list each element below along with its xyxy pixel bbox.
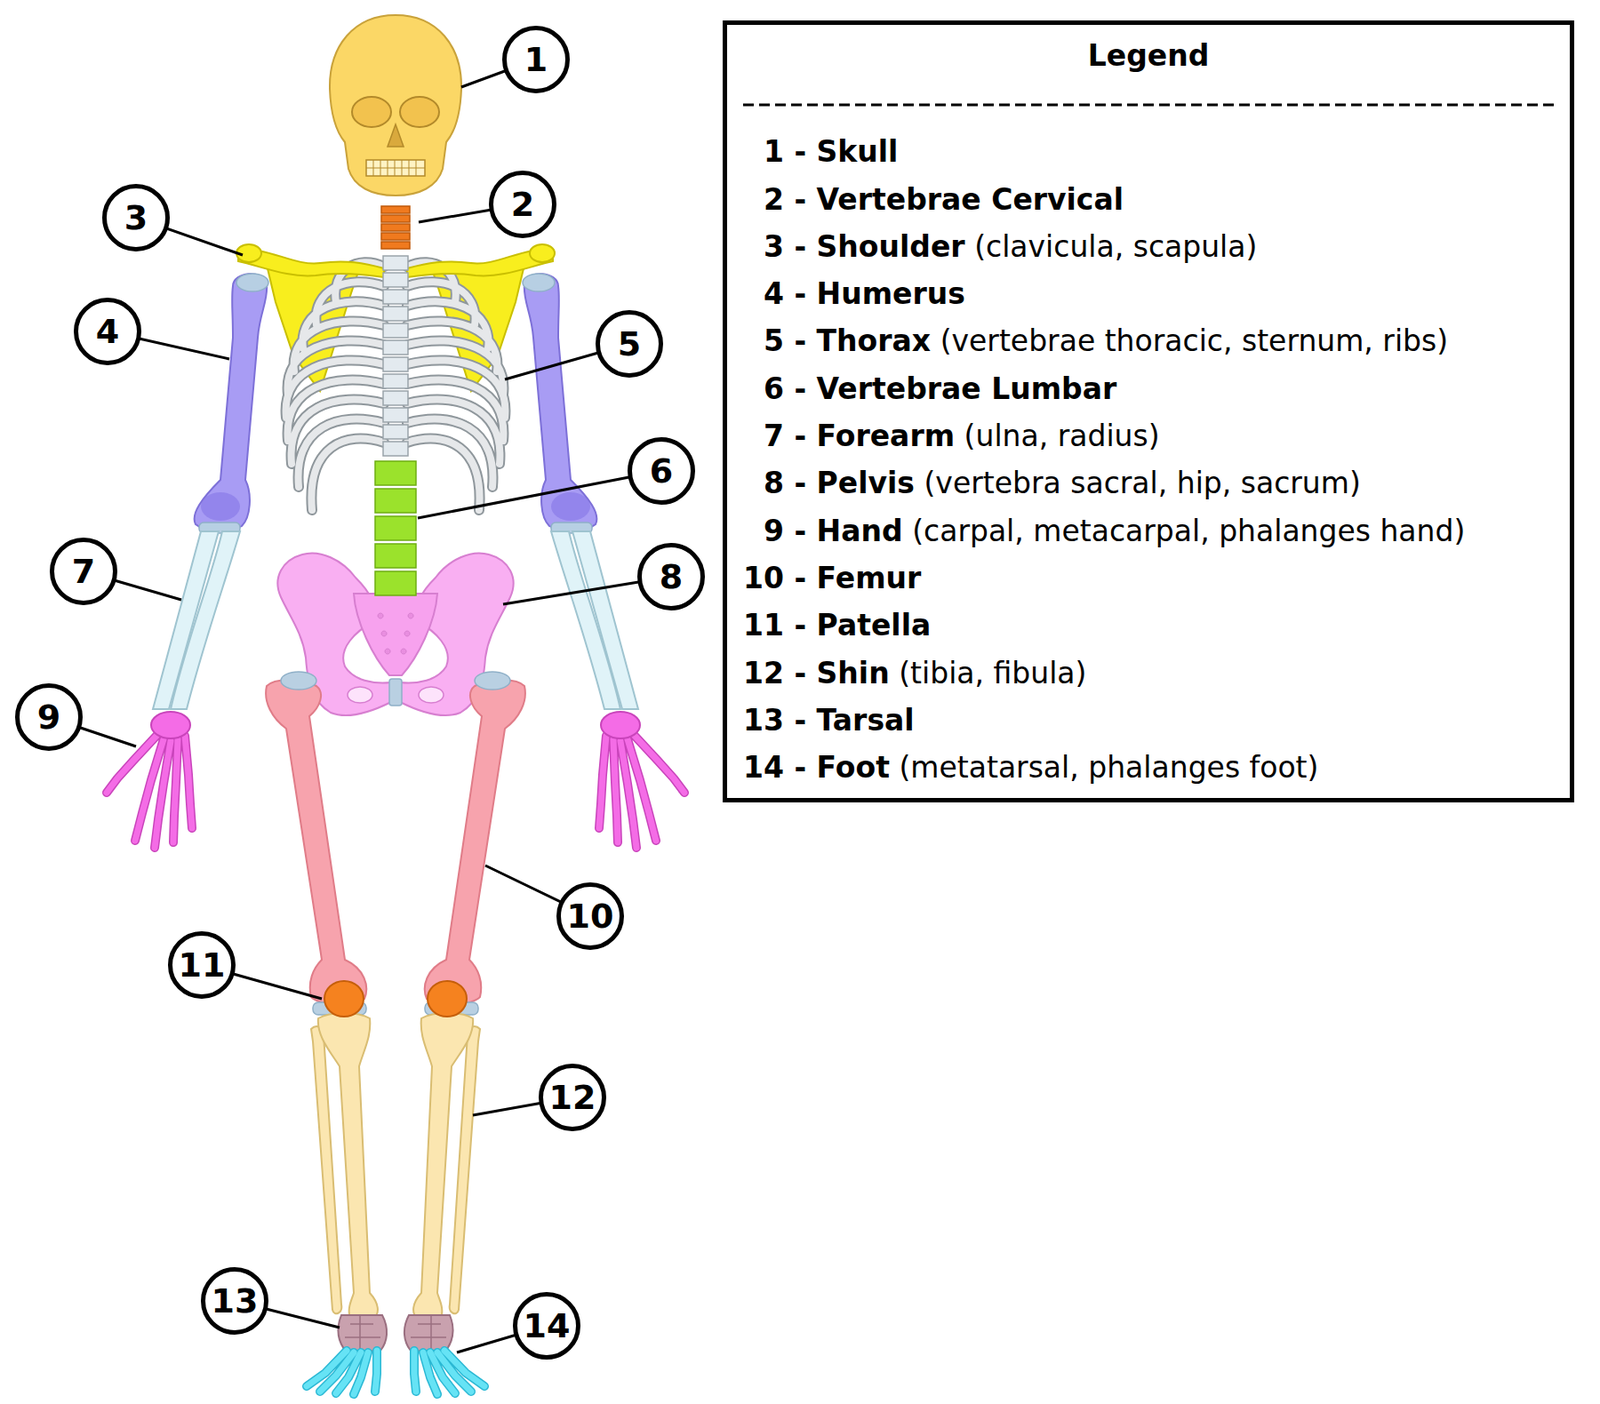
legend-row: 11 - Patella: [743, 608, 931, 644]
legend-row: 8 - Pelvis(vertebra sacral, hip, sacrum): [763, 465, 1361, 502]
callout-ring-shape: [17, 686, 81, 750]
callout-circle: 10: [555, 881, 625, 952]
legend-part-name: 4 - Humerus: [763, 276, 966, 312]
callout-ring-shape: [104, 186, 168, 250]
callout-number: 9: [37, 700, 61, 735]
legend-part-name: 10 - Femur: [743, 560, 921, 596]
sacrum: [353, 593, 438, 676]
legend-row: 6 - Vertebrae Lumbar: [763, 371, 1117, 408]
callout-number: 12: [549, 1080, 597, 1115]
eye-socket: [400, 96, 440, 128]
leader-lines: [48, 59, 672, 1353]
callout-number: 1: [524, 42, 548, 77]
legend-part-name: 6 - Vertebrae Lumbar: [763, 371, 1117, 407]
callout-ring-shape: [630, 440, 694, 504]
callout-number: 4: [96, 314, 120, 349]
callout-circle: 13: [200, 1266, 270, 1336]
callout-ring-shape: [52, 540, 116, 604]
callout-number: 5: [617, 327, 641, 361]
legend-row: 7 - Forearm(ulna, radius): [763, 418, 1160, 455]
skull: [329, 15, 462, 196]
teeth: [366, 160, 425, 176]
callout-number: 7: [72, 554, 96, 589]
callout-circle: 2: [488, 169, 558, 240]
legend-part-name: 3 - Shoulder: [763, 229, 966, 264]
skeleton-right: [400, 244, 685, 1395]
callout-circle: 9: [14, 682, 84, 752]
legend-part-detail: (ulna, radius): [964, 418, 1160, 454]
legend-row: 1 - Skull: [763, 134, 898, 170]
callout-circle: 12: [537, 1063, 608, 1133]
legend-row: 14 - Foot(metatarsal, phalanges foot): [743, 750, 1319, 786]
callout-number: 6: [649, 454, 673, 488]
callout-circle: 14: [512, 1291, 582, 1361]
legend-part-detail: (metatarsal, phalanges foot): [898, 750, 1319, 785]
callout-ring-shape: [504, 28, 568, 92]
callout-number: 3: [124, 200, 148, 235]
callout-number: 10: [567, 899, 615, 934]
legend-row: 10 - Femur: [743, 560, 921, 597]
legend-part-name: 2 - Vertebrae Cervical: [763, 182, 1124, 217]
sacral-foramina: [377, 613, 414, 655]
callout-circle: 11: [167, 930, 237, 1000]
legend-row: 9 - Hand(carpal, metacarpal, phalanges h…: [763, 513, 1465, 550]
callout-ring-shape: [598, 312, 662, 376]
legend-row: 13 - Tarsal: [743, 703, 915, 739]
legend-part-detail: (tibia, fibula): [898, 656, 1087, 691]
skeleton-left: [106, 244, 392, 1395]
legend-row: 5 - Thorax(vertebrae thoracic, sternum, …: [763, 323, 1448, 360]
legend-part-name: 14 - Foot: [743, 750, 890, 785]
callout-number: 11: [178, 948, 226, 983]
callout-ring-shape: [640, 545, 704, 609]
legend-box: Legend 1 - Skull 2 - Vertebrae Cervical 3 -…: [722, 20, 1575, 803]
legend-part-detail: (vertebra sacral, hip, sacrum): [923, 465, 1360, 501]
legend-part-name: 1 - Skull: [763, 134, 898, 169]
callout-ring-shape: [541, 1066, 605, 1130]
legend-row: 3 - Shoulder(clavicula, scapula): [763, 229, 1257, 265]
callout-number: 2: [511, 187, 535, 222]
pubic-symphysis: [389, 679, 402, 706]
callout-circle: 7: [48, 536, 119, 607]
callout-number: 13: [211, 1284, 259, 1319]
legend-part-detail: (vertebrae thoracic, sternum, ribs): [940, 323, 1448, 359]
callout-ring-shape: [491, 173, 555, 237]
legend-part-name: 12 - Shin: [743, 656, 890, 691]
legend-part-name: 7 - Forearm: [763, 418, 955, 454]
callout-ring-shape: [203, 1270, 267, 1334]
callout-ring-shape: [559, 885, 623, 949]
legend-part-name: 13 - Tarsal: [743, 703, 915, 738]
callout-circle: 5: [594, 309, 664, 379]
callout-ring-shape: [170, 934, 234, 998]
thoracic-vertebrae: [383, 256, 408, 456]
callout-ring-shape: [76, 300, 140, 364]
callout-circle: 6: [626, 436, 696, 506]
legend-row: 12 - Shin(tibia, fibula): [743, 656, 1087, 692]
callout-number: 8: [659, 560, 683, 594]
legend-title: Legend: [727, 38, 1570, 74]
eye-socket: [352, 96, 392, 128]
legend-row: 4 - Humerus: [763, 276, 966, 312]
teeth-lines: [366, 160, 425, 176]
lumbar-vertebrae: [375, 461, 416, 596]
callout-circle: 1: [501, 24, 571, 95]
legend-part-name: 5 - Thorax: [763, 323, 931, 359]
legend-part-detail: (carpal, metacarpal, phalanges hand): [912, 513, 1465, 549]
callout-circle: 8: [636, 542, 706, 612]
legend-part-name: 8 - Pelvis: [763, 465, 915, 501]
legend-part-detail: (clavicula, scapula): [974, 229, 1257, 264]
callout-ring-shape: [515, 1295, 579, 1359]
legend-part-name: 9 - Hand: [763, 513, 904, 549]
nasal-cavity: [387, 124, 404, 147]
legend-divider: [743, 104, 1554, 107]
callout-circle: 3: [101, 183, 171, 253]
callout-number: 14: [523, 1309, 571, 1344]
legend-row: 2 - Vertebrae Cervical: [763, 182, 1124, 218]
cervical-vertebrae: [381, 206, 410, 249]
callout-circle: 4: [72, 296, 143, 367]
legend-part-name: 11 - Patella: [743, 608, 931, 643]
